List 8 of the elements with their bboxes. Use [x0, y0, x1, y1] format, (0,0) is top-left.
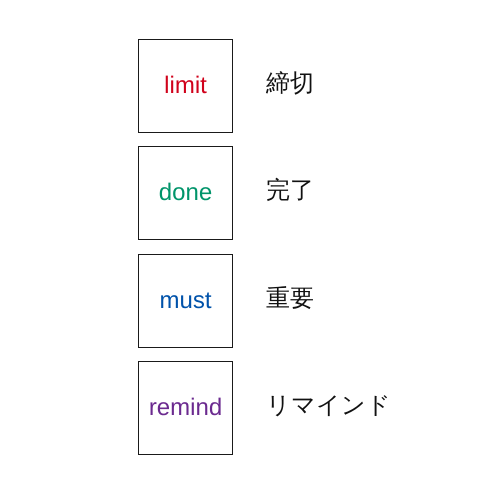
tag-name: limit: [164, 72, 207, 100]
tag-meaning: 完了: [266, 177, 314, 204]
tag-name: remind: [148, 394, 222, 422]
tag-meaning: リマインド: [266, 392, 391, 418]
tag-meaning: 重要: [266, 285, 314, 312]
tag-name: must: [159, 288, 212, 314]
tag-name: done: [158, 180, 212, 206]
tag-meaning: 締切: [266, 70, 314, 96]
